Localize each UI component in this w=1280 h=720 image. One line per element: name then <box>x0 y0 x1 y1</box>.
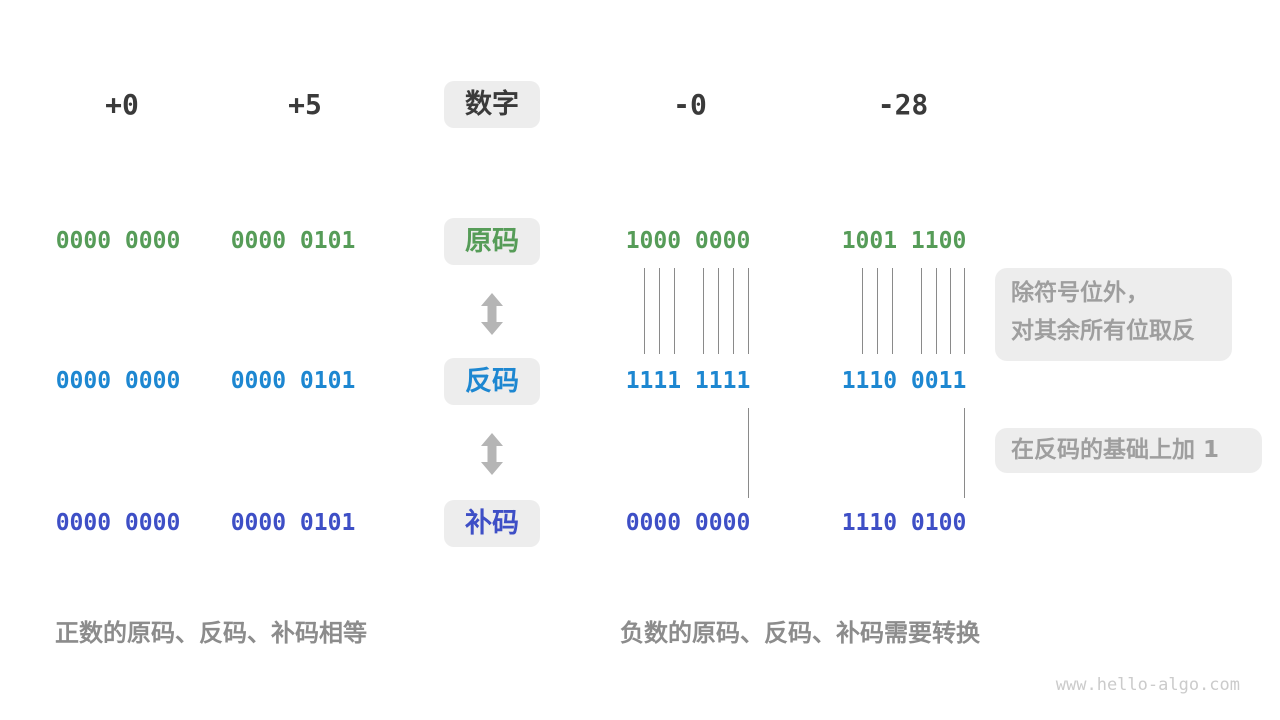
sign-magnitude-plus0: 0000 0000 <box>55 228 181 254</box>
invert-bits-note-line2: 对其余所有位取反 <box>1011 318 1195 344</box>
updown-arrow-icon <box>480 433 504 475</box>
bit-tick-line <box>659 268 660 354</box>
sign-magnitude-plus5: 0000 0101 <box>230 228 356 254</box>
sign-magnitude-minus28: 1001 1100 <box>841 228 967 254</box>
ones-complement-plus5: 0000 0101 <box>230 368 356 394</box>
add-one-note: 在反码的基础上加 1 <box>995 428 1262 473</box>
invert-bits-note: 除符号位外， 对其余所有位取反 <box>995 268 1232 361</box>
bit-tick-line <box>644 268 645 354</box>
sign-magnitude-minus0: 1000 0000 <box>625 228 751 254</box>
carry-tick-line <box>748 408 749 498</box>
twos-complement-plus5: 0000 0101 <box>230 510 356 536</box>
bit-tick-line <box>950 268 951 354</box>
bit-tick-line <box>936 268 937 354</box>
bit-tick-line <box>964 268 965 354</box>
twos-complement-minus0: 0000 0000 <box>625 510 751 536</box>
badge-sign-magnitude: 原码 <box>444 218 540 265</box>
caption-negative-numbers: 负数的原码、反码、补码需要转换 <box>620 619 980 647</box>
caption-positive-numbers: 正数的原码、反码、补码相等 <box>55 619 367 647</box>
header-value-plus0: +0 <box>105 88 139 121</box>
ones-complement-minus0: 1111 1111 <box>625 368 751 394</box>
bit-tick-line <box>748 268 749 354</box>
bit-tick-line <box>892 268 893 354</box>
header-value-minus28: -28 <box>877 88 929 121</box>
badge-number: 数字 <box>444 81 540 128</box>
ones-complement-plus0: 0000 0000 <box>55 368 181 394</box>
bit-tick-line <box>733 268 734 354</box>
twos-complement-plus0: 0000 0000 <box>55 510 181 536</box>
header-value-minus0: -0 <box>673 88 707 121</box>
bit-tick-line <box>862 268 863 354</box>
bit-tick-line <box>703 268 704 354</box>
invert-bits-note-line1: 除符号位外， <box>1011 280 1149 306</box>
carry-tick-line <box>964 408 965 498</box>
bit-tick-line <box>877 268 878 354</box>
badge-twos-complement: 补码 <box>444 500 540 547</box>
updown-arrow-icon <box>480 293 504 335</box>
bit-tick-line <box>718 268 719 354</box>
bit-tick-line <box>674 268 675 354</box>
header-value-plus5: +5 <box>288 88 322 121</box>
watermark: www.hello-algo.com <box>1055 675 1240 695</box>
twos-complement-minus28: 1110 0100 <box>841 510 967 536</box>
bit-tick-line <box>921 268 922 354</box>
badge-ones-complement: 反码 <box>444 358 540 405</box>
ones-complement-minus28: 1110 0011 <box>841 368 967 394</box>
